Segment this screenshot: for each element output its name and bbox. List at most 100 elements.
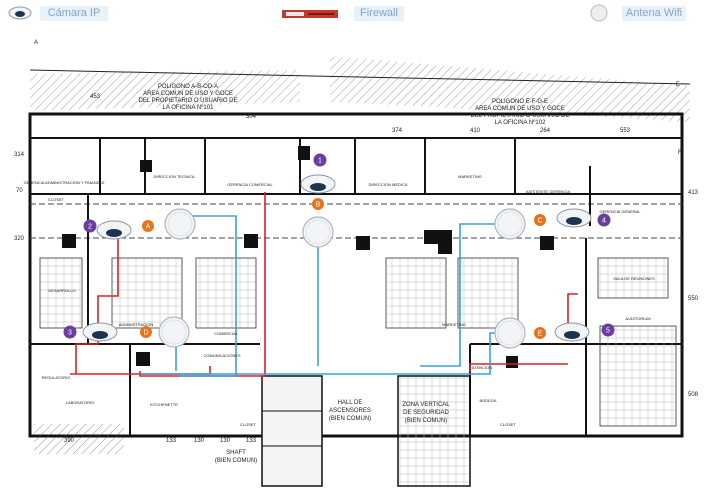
ip-camera-5: 5	[554, 322, 615, 342]
column	[136, 352, 150, 366]
dim: 70	[16, 188, 23, 194]
corner-f: F	[678, 150, 682, 156]
wifi-antennas: A B C D E	[140, 198, 546, 349]
wifi-antenna-b: B	[302, 198, 334, 248]
dim: 374	[392, 128, 403, 134]
legend-bar: Cámara IP Firewall Antena Wifi	[0, 0, 708, 26]
room-label: ASCENSORES	[329, 408, 371, 414]
room-label: HALL DE	[338, 400, 363, 406]
room-label: CLOSET	[500, 422, 517, 427]
column	[540, 236, 554, 250]
desk-cluster-left	[39, 257, 519, 329]
camera-badge-label: 1	[318, 158, 322, 165]
column	[424, 230, 438, 244]
camera-badge-label: 2	[88, 224, 92, 231]
antenna-badge-label: C	[537, 218, 542, 225]
wifi-antenna-a: A	[142, 208, 196, 240]
room-label: COMERCIAL	[214, 331, 239, 336]
antenna-badge-label: E	[538, 331, 543, 338]
polygon-aod-label-4: LA OFICINA Nº101	[163, 104, 215, 111]
dim: 550	[688, 296, 699, 302]
antenna-badge	[534, 327, 546, 339]
camera-badge-label: 3	[68, 330, 72, 337]
room-label: CLOSET	[48, 197, 65, 202]
polygon-line-top	[29, 69, 691, 85]
room-label: REGULATORIO	[42, 375, 71, 380]
dim: 390	[64, 438, 75, 444]
dim: 413	[688, 190, 699, 196]
legend-camera-label: Cámara IP	[40, 6, 108, 21]
room-label: ZONA VERTICAL	[402, 402, 450, 408]
ip-camera-2: 2	[83, 219, 132, 240]
corner-e: E	[676, 82, 680, 88]
room-label: ASISTENTE GERENCIA	[526, 189, 571, 194]
dim: 130	[220, 438, 231, 444]
room-label: (BIEN COMUN)	[215, 458, 257, 464]
camera-badge-label: 4	[602, 218, 606, 225]
room-label: AUDITORIUM	[625, 316, 650, 321]
column	[356, 236, 370, 250]
dim: 133	[166, 438, 177, 444]
antenna-badge-label: D	[143, 330, 148, 337]
antenna-badge-label: A	[146, 224, 151, 231]
column	[140, 160, 152, 172]
ip-camera-3: 3	[63, 322, 118, 342]
camera-icon	[8, 6, 32, 20]
outer-wall	[28, 112, 684, 438]
dim: 130	[194, 438, 205, 444]
ip-camera-4: 4	[556, 208, 611, 228]
meeting-table	[597, 257, 669, 299]
terrace-hatch-right	[330, 56, 690, 122]
polygon-aod-label-2: AREA COMUN DE USO Y GOCE	[143, 91, 233, 97]
column	[298, 146, 310, 160]
room-label: GERENCIA COMERCIAL	[227, 182, 273, 187]
elevator-core	[261, 375, 323, 487]
room-label: COMUNICACIONES	[203, 353, 240, 358]
camera-badge-label: 5	[606, 328, 610, 335]
antenna-badge	[534, 214, 546, 226]
room-label: (BIEN COMUN)	[405, 418, 447, 424]
polygon-aod-label: POLIGONO A-B-OD-A	[158, 84, 218, 90]
dim: 553	[620, 128, 631, 134]
column	[62, 234, 76, 248]
room-label: DE SEGURIDAD	[403, 410, 449, 416]
floor-plan: A B C D E 1 2 3 4 5 POLIGONO A-B-OD-A AREA COMUN…	[14, 40, 699, 487]
terrace-hatch-left	[30, 70, 300, 110]
antenna-badge	[312, 198, 324, 210]
firewall-icon	[282, 10, 338, 18]
dim: 320	[14, 236, 25, 242]
room-label: CLOSET	[240, 422, 257, 427]
dim: 453	[90, 94, 101, 100]
room-label: SHAFT	[226, 450, 246, 456]
dim: 410	[470, 128, 481, 134]
dim: 508	[688, 392, 699, 398]
legend-firewall-label: Firewall	[354, 6, 404, 21]
ip-cameras: 1 2 3 4 5	[63, 153, 615, 342]
polygon-efe-label-2: AREA COMUN DE USO Y GOCE	[475, 106, 565, 112]
shaft-hatch	[34, 424, 124, 454]
auditorium-seats	[599, 325, 677, 427]
room-label: SALA DE REUNIONES	[613, 276, 655, 281]
camera-badge	[601, 323, 615, 337]
column	[438, 230, 452, 254]
room-label: GERENCIA GENERAL	[600, 209, 642, 214]
room-label: DESARROLLO	[48, 288, 75, 293]
stair-core	[397, 375, 471, 487]
dim: 314	[14, 152, 25, 158]
camera-badge	[63, 325, 77, 339]
room-label: ATENCION	[472, 365, 492, 370]
wifi-antenna-e: E	[494, 317, 546, 349]
wifi-antenna-d: D	[140, 316, 190, 348]
room-label: GERENCIA ADMINISTRACION Y FINANZAS	[24, 180, 105, 185]
legend-antenna-label: Antena Wifi	[622, 6, 686, 21]
polygon-efe-label-4: LA OFICINA Nº102	[495, 119, 547, 126]
room-label: BODEGA	[479, 398, 496, 403]
dim: 264	[540, 128, 551, 134]
wifi-antenna-icon	[590, 4, 608, 22]
ip-camera-1: 1	[300, 153, 336, 194]
antenna-badge	[140, 326, 152, 338]
room-label: LABORATORIO	[66, 400, 95, 405]
room-label: ADMINISTRACION	[119, 322, 154, 327]
camera-badge	[83, 219, 97, 233]
camera-badge	[313, 153, 327, 167]
